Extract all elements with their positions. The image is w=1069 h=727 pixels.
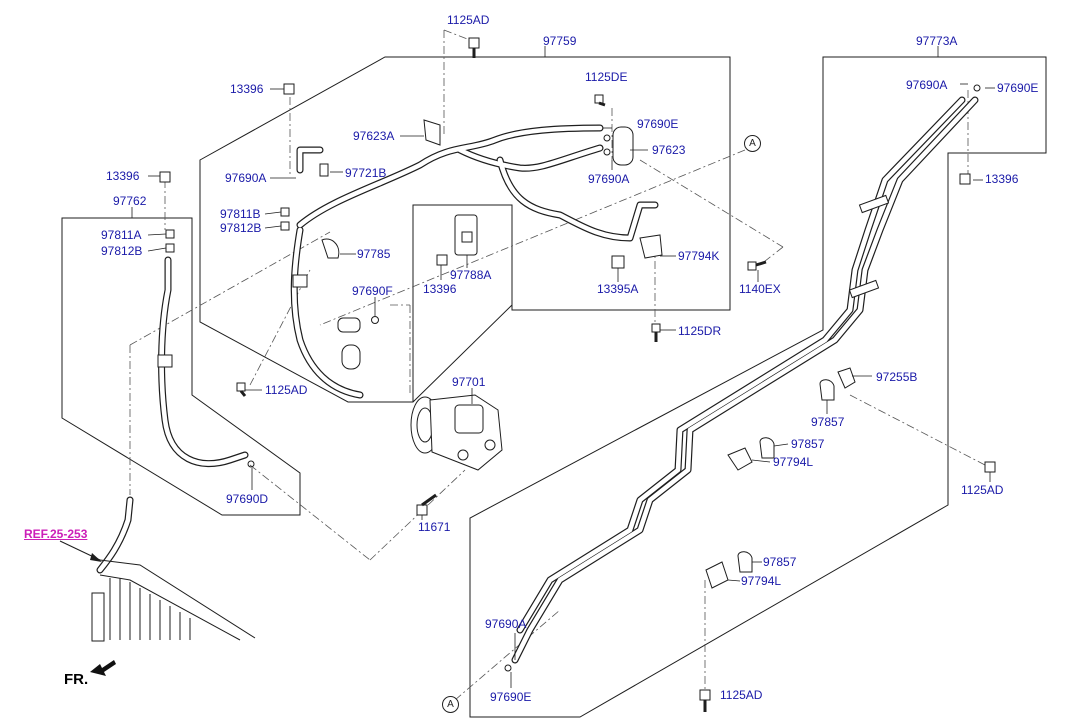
ref-circle-a-bottom: A [442,696,459,713]
part-97721B[interactable]: 97721B [345,166,387,180]
part-1125DE[interactable]: 1125DE [585,70,628,84]
part-97690E-mid[interactable]: 97690E [637,117,679,131]
part-97794L-a[interactable]: 97794L [773,455,814,469]
part-1125AD-bottom[interactable]: 1125AD [720,688,763,702]
part-97794K[interactable]: 97794K [678,249,720,263]
part-97255B[interactable]: 97255B [876,370,918,384]
part-13396-a[interactable]: 13396 [230,82,264,96]
ref-circle-a-top: A [744,135,761,152]
part-13396-right[interactable]: 13396 [985,172,1019,186]
box-97759-inner [412,204,513,402]
part-1125AD-right[interactable]: 1125AD [961,483,1004,497]
part-97690E-bottom[interactable]: 97690E [490,690,532,704]
part-97690D[interactable]: 97690D [226,492,269,506]
part-1140EX[interactable]: 1140EX [739,282,781,296]
part-97811B[interactable]: 97811B [220,207,261,221]
part-97690A-bottom[interactable]: 97690A [485,617,527,631]
part-1125AD-top[interactable]: 1125AD [447,13,490,27]
ref-25-253-link[interactable]: REF.25-253 [24,527,88,541]
part-97690F[interactable]: 97690F [352,284,393,298]
part-97623A[interactable]: 97623A [353,129,395,143]
part-13396-c[interactable]: 13396 [423,282,457,296]
part-13396-b[interactable]: 13396 [106,169,140,183]
part-97857-a[interactable]: 97857 [811,415,845,429]
condenser [91,559,256,642]
part-97762[interactable]: 97762 [113,194,147,208]
part-97623[interactable]: 97623 [652,143,686,157]
part-97857-c[interactable]: 97857 [763,555,797,569]
box-97773A [469,56,1047,718]
part-97690A-mid[interactable]: 97690A [588,172,630,186]
part-11671[interactable]: 11671 [418,520,451,534]
box-97759 [199,56,731,403]
part-97812B-b[interactable]: 97812B [101,244,143,258]
part-97690E-right[interactable]: 97690E [997,81,1039,95]
part-97794L-b[interactable]: 97794L [741,574,782,588]
part-1125DR[interactable]: 1125DR [678,324,722,338]
part-1125AD-left[interactable]: 1125AD [265,383,308,397]
part-97785[interactable]: 97785 [357,247,391,261]
part-97811A[interactable]: 97811A [101,228,142,242]
part-97690A-right[interactable]: 97690A [906,78,948,92]
part-97857-b[interactable]: 97857 [791,437,825,451]
receiver-drier [612,126,634,166]
part-97690A-left[interactable]: 97690A [225,171,267,185]
part-13395A[interactable]: 13395A [597,282,639,296]
box-97762 [61,217,301,516]
part-97788A[interactable]: 97788A [450,268,492,282]
front-arrow-icon [90,660,116,676]
compressor [410,394,503,471]
part-97759[interactable]: 97759 [543,34,577,48]
part-97773A[interactable]: 97773A [916,34,958,48]
part-97701[interactable]: 97701 [452,375,486,389]
part-97812B-a[interactable]: 97812B [220,221,262,235]
front-direction-label: FR. [64,671,89,688]
